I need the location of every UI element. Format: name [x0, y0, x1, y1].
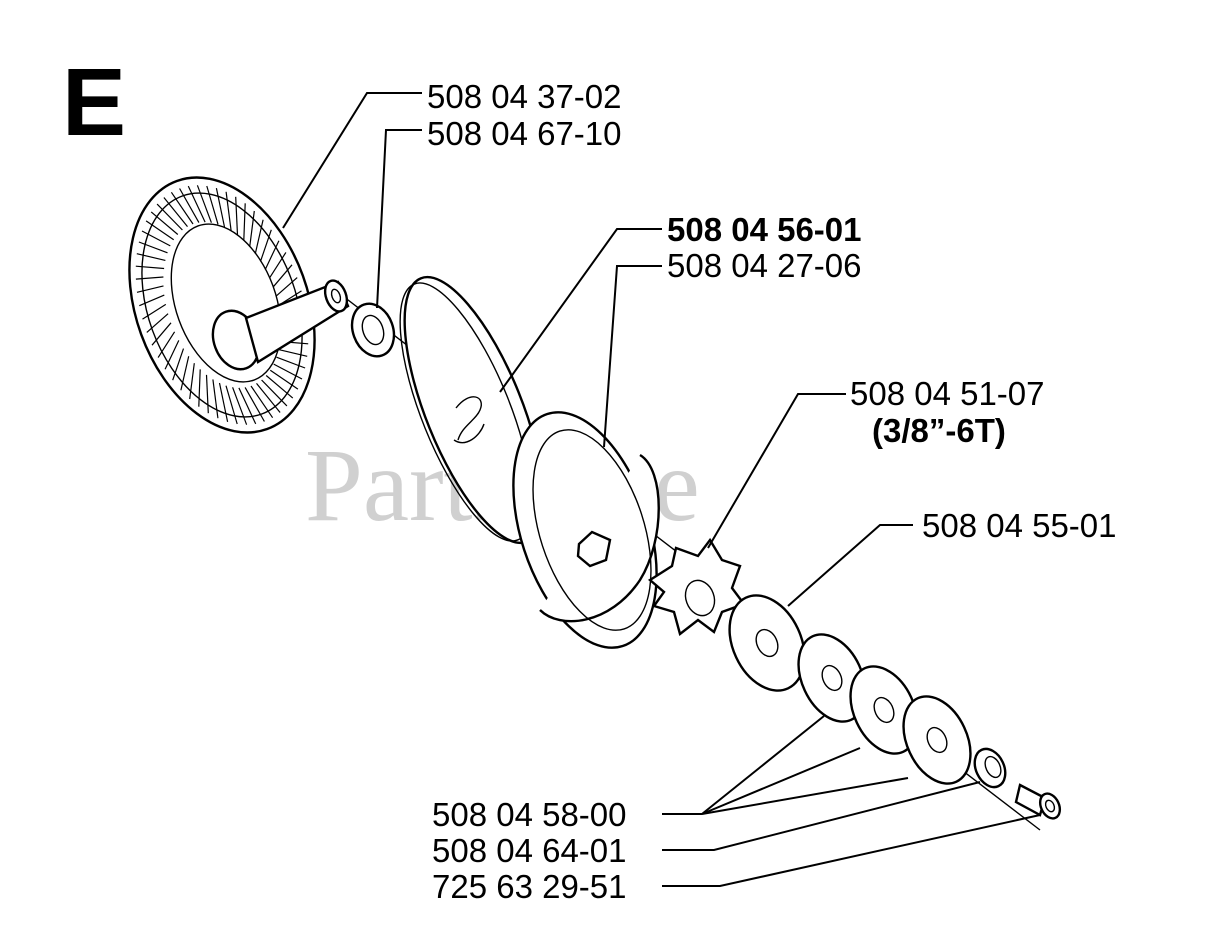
gear-tooth	[212, 379, 219, 419]
cup-washer	[973, 747, 1007, 789]
section-letter: E	[62, 49, 126, 156]
gear-tooth	[232, 387, 248, 425]
gear-tooth	[141, 230, 171, 247]
gear-tooth	[225, 385, 238, 425]
gear-tooth	[196, 185, 212, 223]
label-small-washer: 508 04 67-10	[427, 115, 622, 152]
gear-tooth	[259, 229, 272, 262]
label-sprocket-spec: (3/8”-6T)	[872, 412, 1006, 449]
gear-tooth	[164, 340, 180, 370]
gear-tooth	[265, 375, 294, 399]
gear-tooth	[139, 294, 165, 307]
washer-set	[797, 633, 972, 785]
gear-tooth	[249, 210, 255, 247]
gear-tooth	[273, 363, 303, 380]
gear-tooth	[156, 203, 183, 231]
gear-tooth	[254, 219, 264, 254]
gear-tooth	[235, 196, 239, 236]
gear-tooth	[142, 303, 167, 320]
gear-tooth	[135, 265, 165, 270]
gear-tooth	[136, 285, 164, 293]
gear-tooth	[275, 277, 298, 297]
large-washer	[728, 594, 806, 692]
gear-tooth	[145, 220, 175, 241]
gear-tooth	[244, 387, 265, 422]
gear-tooth	[243, 203, 246, 241]
gear-tooth	[135, 276, 164, 280]
gear-tooth	[264, 240, 280, 270]
gear-tooth	[276, 356, 306, 369]
gear-tooth	[146, 313, 169, 333]
gear-tooth	[170, 191, 194, 225]
clutch-drum	[512, 411, 660, 649]
gear-tooth	[198, 369, 201, 407]
gear-tooth	[256, 383, 281, 413]
gear-tooth	[136, 253, 166, 261]
gear-tooth	[278, 349, 308, 357]
gear-tooth	[272, 264, 293, 288]
label-clutch-drum: 508 04 27-06	[667, 247, 862, 284]
gear-tooth	[261, 379, 288, 407]
gear-tooth	[187, 185, 206, 223]
callout-labels: 508 04 37-02 508 04 67-10 508 04 56-01 5…	[427, 78, 1117, 905]
label-washer-set: 508 04 58-00	[432, 796, 627, 833]
label-cup-washer: 508 04 64-01	[432, 832, 627, 869]
gear-tooth	[205, 374, 209, 414]
gear-tooth	[172, 348, 185, 381]
gear-tooth	[157, 331, 176, 358]
gear-tooth	[189, 363, 195, 400]
label-large-washer: 508 04 55-01	[922, 507, 1117, 544]
label-bevel-gear: 508 04 37-02	[427, 78, 622, 115]
leader-lines	[282, 92, 1041, 887]
gear-tooth	[206, 185, 219, 225]
screw	[1014, 783, 1062, 820]
gear-tooth	[138, 241, 168, 254]
label-sprocket-part: 508 04 51-07	[850, 375, 1045, 412]
gear-tooth	[250, 385, 274, 419]
gear-tooth	[218, 382, 229, 423]
gear-tooth	[179, 188, 200, 223]
small-washer	[350, 302, 396, 358]
gear-tooth	[150, 211, 179, 235]
gear-tooth	[269, 369, 299, 390]
label-screw: 725 63 29-51	[432, 868, 627, 905]
gear-tooth	[225, 191, 232, 231]
bevel-gear	[128, 176, 350, 434]
gear-tooth	[151, 322, 172, 346]
gear-tooth	[268, 252, 287, 279]
gear-tooth	[215, 187, 226, 228]
gear-tooth	[180, 356, 190, 391]
gear-tooth	[238, 387, 257, 425]
label-clutch-plate: 508 04 56-01	[667, 211, 862, 248]
gear-tooth	[163, 197, 188, 227]
